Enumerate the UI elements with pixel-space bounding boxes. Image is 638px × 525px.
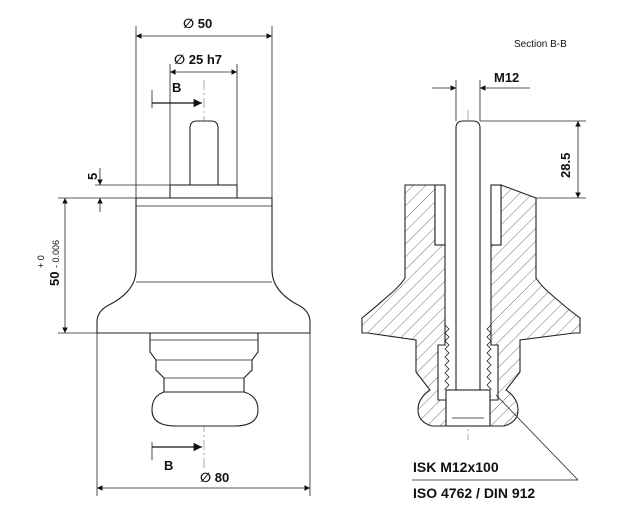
lower-shaft-outline	[149, 332, 259, 393]
section-right-half	[489, 184, 581, 427]
section-marker-bottom-label: B	[164, 458, 173, 473]
section-left-half	[361, 184, 447, 427]
dim-label-5: 5	[85, 173, 100, 180]
section-marker-top-label: B	[172, 80, 181, 95]
main-body-outline	[96, 197, 311, 334]
mushroom-head-outline	[151, 391, 259, 427]
bushing-right	[490, 184, 502, 246]
step-flange	[169, 184, 238, 199]
part-note-line2: ISO 4762 / DIN 912	[413, 485, 535, 501]
part-note-line1: ISK M12x100	[413, 459, 499, 475]
dim-label-m12: M12	[494, 70, 519, 85]
dim-label-diameter-50: ∅ 50	[183, 16, 212, 31]
bushing-left	[434, 184, 446, 246]
pin-outline	[189, 120, 219, 186]
side-view: ∅ 50 ∅ 25 h7 B 5 50 + 0 - 0.006 B ∅ 80	[36, 16, 311, 496]
leader-line	[495, 394, 579, 481]
dim-tolerance-upper: + 0	[36, 255, 46, 268]
screw-shank	[455, 120, 481, 391]
thread-right	[486, 324, 492, 398]
section-title: Section B-B	[514, 39, 567, 50]
thread-left	[444, 324, 450, 394]
dim-label-28-5: 28.5	[558, 153, 573, 178]
dim-label-height-50: 50	[47, 272, 62, 286]
dim-label-diameter-80: ∅ 80	[200, 470, 229, 485]
dim-label-diameter-25-h7: ∅ 25 h7	[174, 52, 222, 67]
section-view: Section B-B M12 28.5 ISK M12x100	[361, 39, 586, 501]
screw-head	[445, 389, 491, 427]
dim-tolerance-lower: - 0.006	[51, 240, 61, 268]
